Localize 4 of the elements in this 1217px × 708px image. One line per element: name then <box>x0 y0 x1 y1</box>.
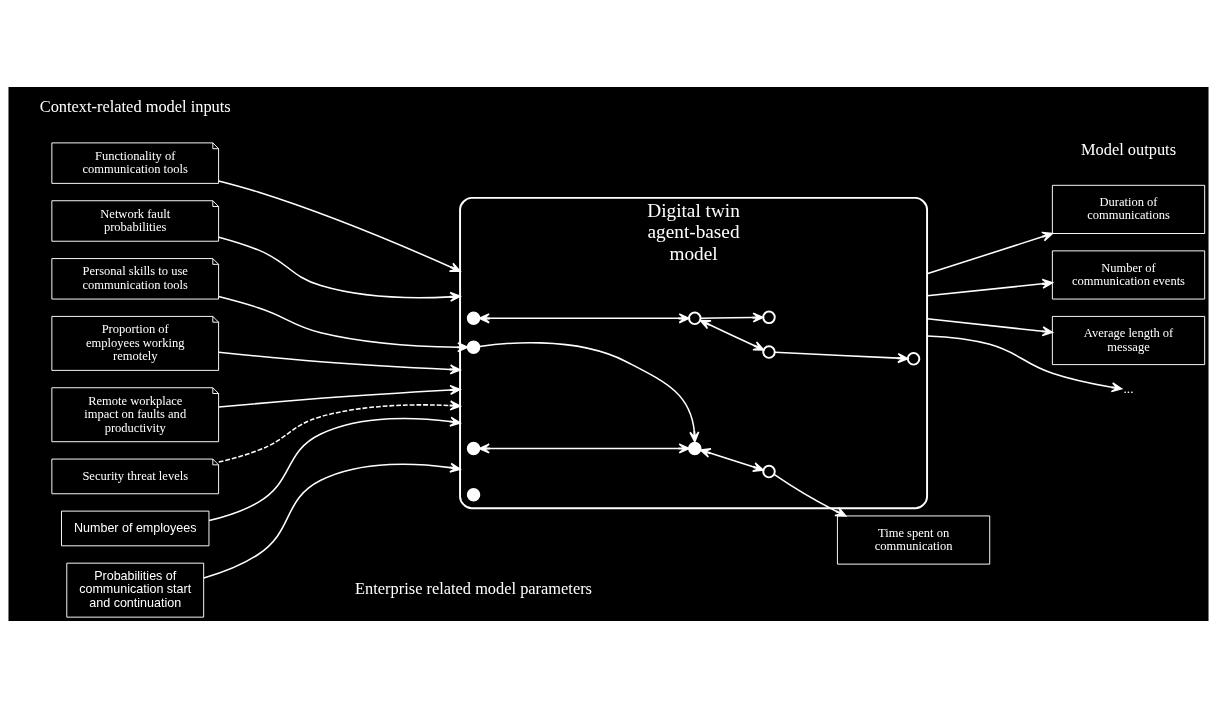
label: Model outputs <box>1080 139 1177 159</box>
node-text: ... <box>1123 381 1134 397</box>
label: Enterprise related model parameters <box>355 579 592 599</box>
label: Context-related model inputs <box>39 97 231 117</box>
